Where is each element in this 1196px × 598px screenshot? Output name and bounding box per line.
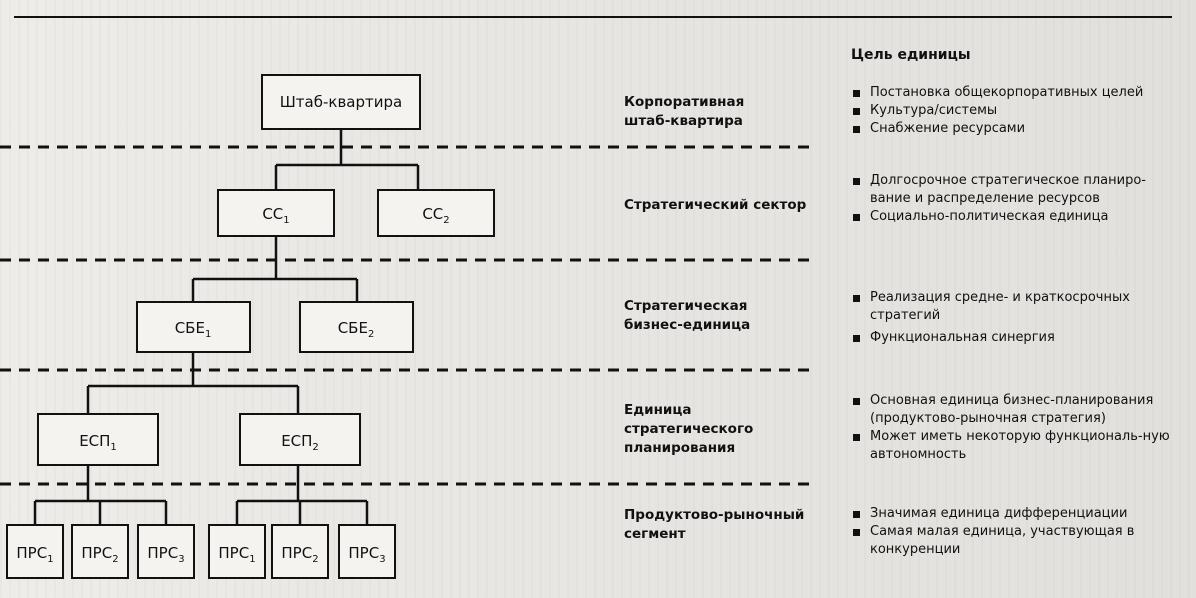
- node-esp2-label: ЕСП2: [281, 432, 319, 453]
- goals-list-product-market-segment: Значимая единица дифференциации Самая ма…: [852, 505, 1152, 559]
- node-prs-left-3-label: ПРС3: [147, 544, 184, 565]
- level-label-corporate-hq: Корпоративная штаб-квартира: [624, 93, 744, 131]
- level-label-line: планирования: [624, 440, 736, 456]
- goal-item: Социально-политическая единица: [852, 208, 1152, 226]
- edge-esp2-prs: [235, 465, 369, 525]
- edge-sbe1-esp: [86, 352, 300, 414]
- edge-esp1-prs: [33, 465, 168, 525]
- level-label-planning-unit: Единица стратегического планирования: [624, 401, 753, 458]
- goals-list-sbu: Реализация средне- и краткосрочных страт…: [852, 289, 1182, 347]
- node-prs-right-3: ПРС3: [338, 524, 396, 579]
- level-label-line: Продуктово-рыночный: [624, 507, 805, 523]
- node-sbe2: СБЕ2: [299, 301, 414, 353]
- goal-item: Реализация средне- и краткосрочных страт…: [852, 289, 1182, 325]
- node-prs-right-1-label: ПРС1: [218, 544, 255, 565]
- goal-item: Функциональная синергия: [852, 329, 1182, 347]
- node-sbe1: СБЕ1: [136, 301, 251, 353]
- goals-list-strategic-sector: Долгосрочное стратегическое планиро-вани…: [852, 172, 1152, 226]
- goal-item: Культура/системы: [852, 102, 1192, 120]
- goals-list-planning-unit: Основная единица бизнес-планирования (пр…: [852, 392, 1192, 464]
- node-ss1-label: СС1: [262, 205, 289, 226]
- goal-item: Постановка общекорпоративных целей: [852, 84, 1192, 102]
- level-label-line: Корпоративная: [624, 94, 745, 110]
- node-headquarters: Штаб-квартира: [261, 74, 421, 130]
- level-label-line: Единица: [624, 402, 692, 418]
- level-label-line: бизнес-единица: [624, 317, 751, 333]
- goal-item: Основная единица бизнес-планирования (пр…: [852, 392, 1192, 428]
- connectors: [33, 129, 420, 525]
- goal-item: Значимая единица дифференциации: [852, 505, 1152, 523]
- node-prs-right-2: ПРС2: [271, 524, 329, 579]
- node-prs-left-1: ПРС1: [6, 524, 64, 579]
- node-prs-right-3-label: ПРС3: [348, 544, 385, 565]
- goal-item: Долгосрочное стратегическое планиро-вани…: [852, 172, 1152, 208]
- level-label-line: штаб-квартира: [624, 113, 743, 129]
- node-prs-right-1: ПРС1: [208, 524, 266, 579]
- node-ss1: СС1: [217, 189, 335, 237]
- level-label-line: Стратегический сектор: [624, 197, 807, 213]
- node-esp2: ЕСП2: [239, 413, 361, 466]
- node-ss2-label: СС2: [422, 205, 449, 226]
- node-esp1: ЕСП1: [37, 413, 159, 466]
- level-label-line: стратегического: [624, 421, 754, 437]
- goals-list-corporate-hq: Постановка общекорпоративных целей Культ…: [852, 84, 1192, 138]
- goal-item: Самая малая единица, участвующая в конку…: [852, 523, 1152, 559]
- node-prs-left-3: ПРС3: [137, 524, 195, 579]
- edge-hq-ss: [274, 129, 420, 190]
- node-prs-left-1-label: ПРС1: [16, 544, 53, 565]
- level-label-product-market-segment: Продуктово-рыночный сегмент: [624, 506, 804, 544]
- level-label-sbu: Стратегическая бизнес-единица: [624, 297, 750, 335]
- level-label-line: Стратегическая: [624, 298, 748, 314]
- edge-ss1-sbe: [191, 236, 359, 302]
- goal-item: Может иметь некоторую функциональ-ную ав…: [852, 428, 1192, 464]
- node-sbe2-label: СБЕ2: [338, 319, 375, 340]
- node-esp1-label: ЕСП1: [79, 432, 117, 453]
- node-prs-right-2-label: ПРС2: [281, 544, 318, 565]
- level-label-line: сегмент: [624, 526, 686, 542]
- level-label-strategic-sector: Стратегический сектор: [624, 196, 806, 215]
- node-headquarters-label: Штаб-квартира: [280, 93, 402, 111]
- node-prs-left-2: ПРС2: [71, 524, 129, 579]
- goals-header: Цель единицы: [851, 47, 971, 63]
- goal-item: Снабжение ресурсами: [852, 120, 1192, 138]
- node-ss2: СС2: [377, 189, 495, 237]
- node-prs-left-2-label: ПРС2: [81, 544, 118, 565]
- node-sbe1-label: СБЕ1: [175, 319, 212, 340]
